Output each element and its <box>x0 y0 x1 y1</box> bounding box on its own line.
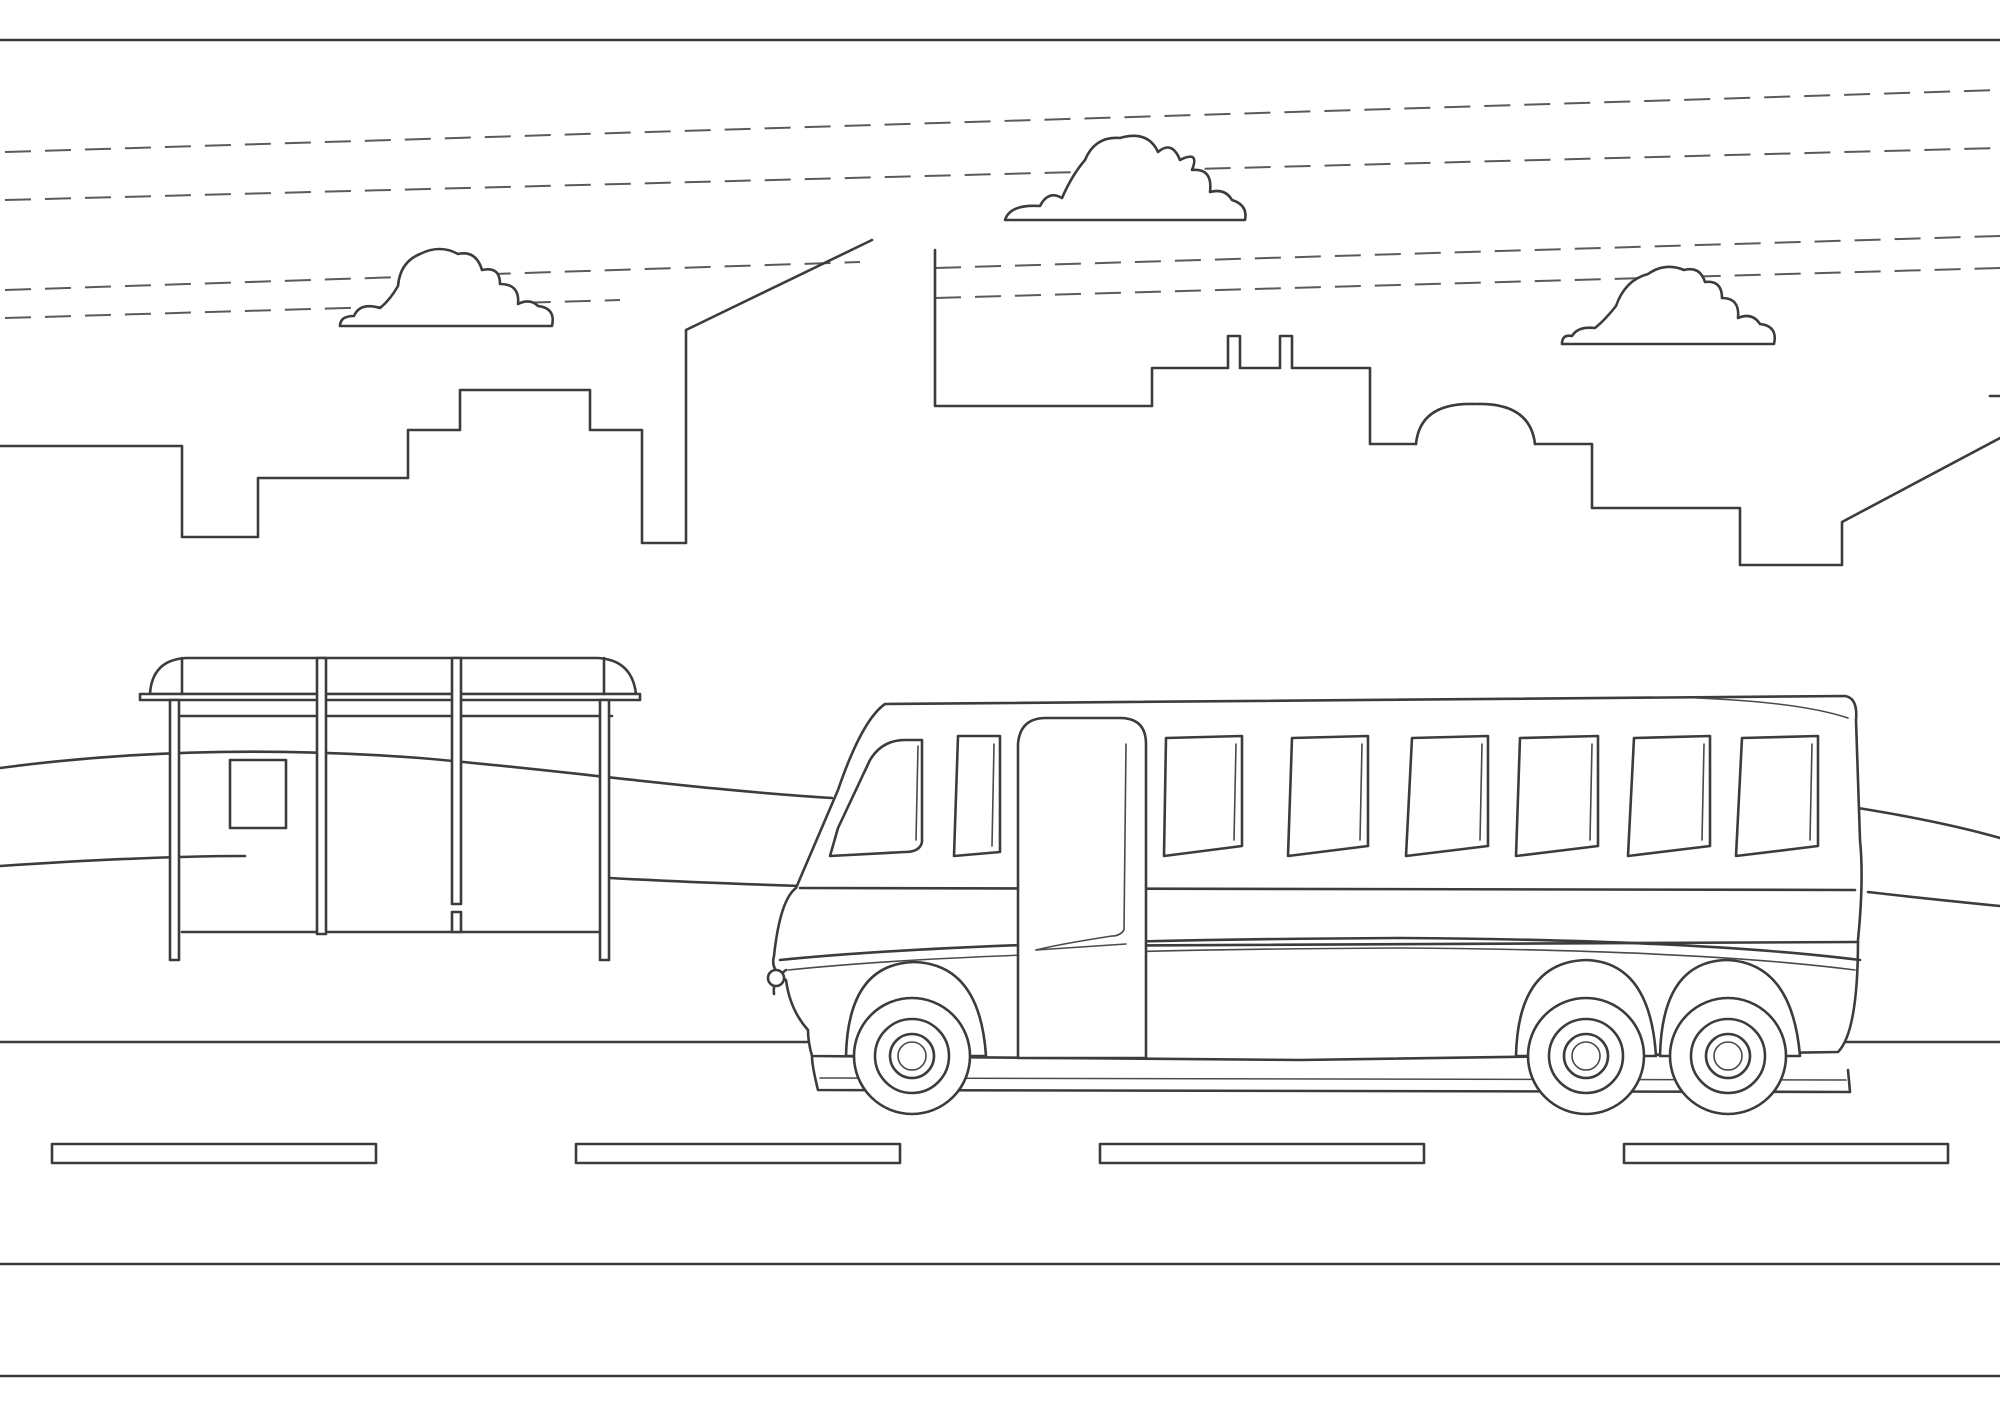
hills <box>0 750 2000 908</box>
lane-marking <box>1098 1142 1426 1165</box>
bus-wheel-front <box>852 996 972 1116</box>
bus-wheel-rear-1 <box>1526 996 1646 1116</box>
bus-wheel-rear-2 <box>1668 996 1788 1116</box>
page-border-lines <box>0 38 2000 1378</box>
sky-dashed-lines <box>4 89 2000 319</box>
cloud-left <box>338 247 554 328</box>
cloud-right <box>1560 265 1776 346</box>
lane-marking <box>50 1142 378 1165</box>
lane-marking <box>574 1142 902 1165</box>
bus-headlight <box>766 968 786 988</box>
bus <box>766 694 1863 1116</box>
bus-windows <box>1162 734 1820 858</box>
city-skyline-right <box>933 248 2000 567</box>
city-skyline-left <box>0 238 874 545</box>
lane-marking <box>1622 1142 1950 1165</box>
cloud-top-center <box>1003 134 1247 222</box>
bus-stop-shelter <box>138 656 642 962</box>
shelter-poster <box>228 758 288 830</box>
